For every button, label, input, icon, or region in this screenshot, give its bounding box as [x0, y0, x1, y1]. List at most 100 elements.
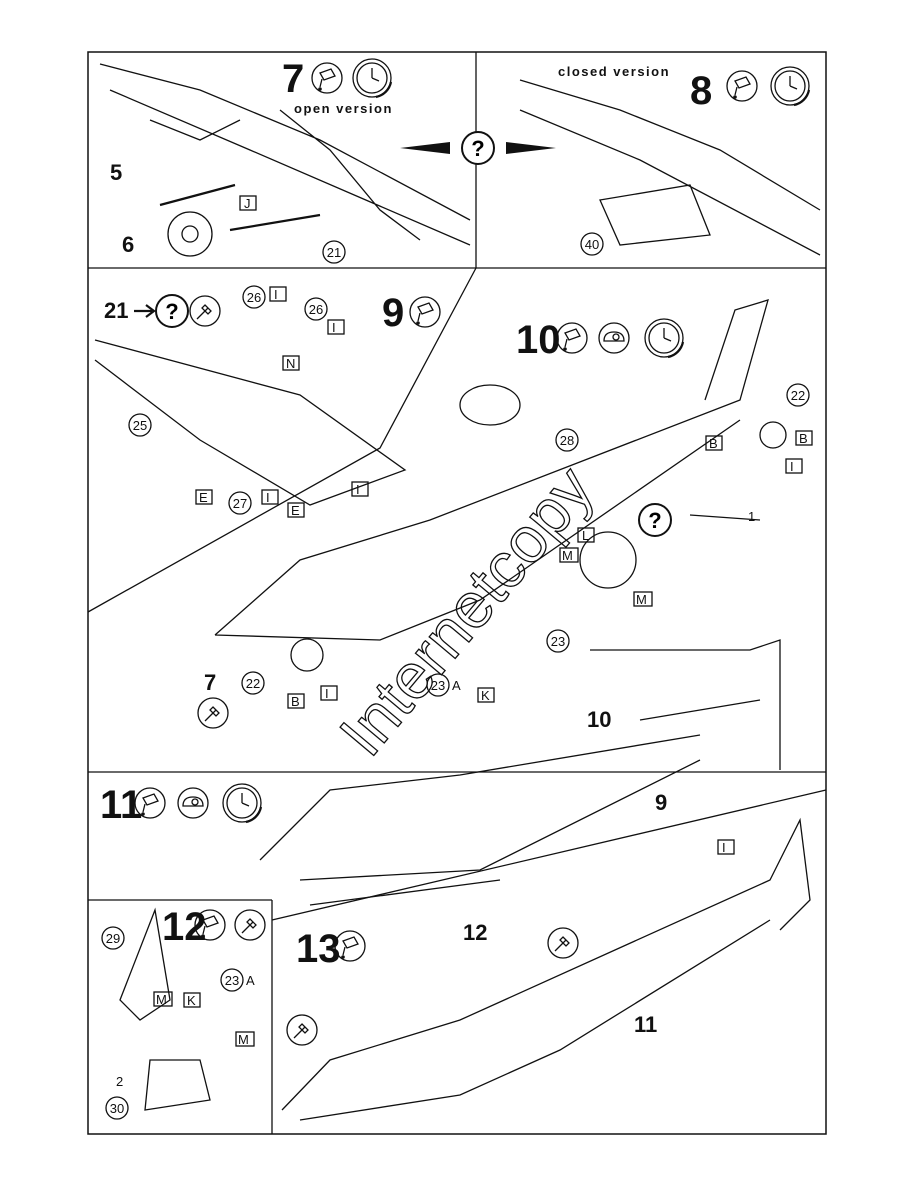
part-number: 22	[246, 676, 260, 691]
part-number: 26	[247, 290, 261, 305]
color-code: L	[582, 528, 589, 543]
fuselage-drawing	[99, 63, 471, 246]
part-callout	[241, 671, 265, 695]
color-flag	[633, 591, 653, 607]
glider-drawing	[281, 817, 811, 1121]
question-icon	[155, 294, 189, 328]
color-code: N	[286, 356, 295, 371]
step-8-panel: closed version 8 40	[519, 64, 821, 256]
fuselage-half-drawing	[94, 339, 407, 506]
step-number: 7	[282, 57, 304, 101]
color-flag	[795, 430, 813, 446]
part-callout	[128, 413, 152, 437]
paint-brush-icon	[197, 697, 229, 729]
color-flag	[351, 481, 369, 497]
color-flag	[261, 489, 279, 505]
color-flag	[195, 489, 213, 505]
color-flag	[287, 502, 305, 518]
divider	[87, 267, 477, 613]
clock-icon	[221, 782, 263, 824]
part-number: 28	[560, 433, 574, 448]
color-code: J	[244, 196, 251, 211]
part-callout	[786, 383, 810, 407]
step-9-panel: 21 9 25 26 26 27 I N I E I E I	[94, 285, 441, 518]
step-ref: 9	[655, 790, 667, 815]
color-code: B	[799, 431, 808, 446]
wheel-hub	[181, 225, 199, 243]
part-callout	[580, 232, 604, 256]
color-flag	[477, 687, 495, 703]
part-number: 27	[233, 496, 247, 511]
paint-brush-icon	[234, 909, 266, 941]
instrument-panel-drawing	[579, 531, 637, 589]
clock-icon	[351, 57, 393, 99]
step-ref: 5	[110, 160, 122, 185]
part-callout	[101, 926, 125, 950]
part-callout	[555, 428, 579, 452]
color-code: I	[325, 686, 329, 701]
question-icon	[638, 503, 672, 537]
step-12-panel: 12 29 M K 23 A M 2 30	[101, 905, 266, 1120]
part-number: 30	[110, 1101, 124, 1116]
wheel-part-drawing	[759, 421, 787, 449]
axle-drawing	[159, 183, 321, 232]
color-code: M	[156, 992, 167, 1007]
paint-brush-icon	[547, 927, 579, 959]
part-number: 23	[431, 678, 445, 693]
paint-brush-icon	[286, 1014, 318, 1046]
arrow	[689, 514, 761, 521]
color-flag	[705, 435, 723, 451]
glue-tube-icon	[556, 322, 588, 354]
part-number: 25	[133, 418, 147, 433]
step-10-panel: 10 28 22 B B I 1 L M M 23 23 A K 7	[197, 299, 813, 770]
glider-drawing	[214, 299, 769, 641]
part-number: 23	[225, 973, 239, 988]
step-ref: 6	[122, 232, 134, 257]
glue-tube-icon	[311, 62, 343, 94]
part-callout	[228, 491, 252, 515]
step-7-panel: 7 open version 5 6 21 J	[99, 57, 471, 264]
color-flag	[183, 992, 201, 1008]
version-label: closed version	[558, 64, 670, 79]
glider-drawing	[259, 734, 701, 906]
alternative-arrow	[400, 131, 556, 165]
arrow	[134, 304, 156, 318]
masking-tape-icon	[598, 322, 630, 354]
step-ref: 11	[634, 1012, 657, 1037]
color-code: I	[356, 482, 360, 497]
part-callout	[322, 240, 346, 264]
glue-tube-icon	[409, 296, 441, 328]
wheel-part-drawing	[290, 638, 324, 672]
part-callout	[426, 673, 450, 697]
color-flag	[785, 458, 803, 474]
fuselage-drawing	[519, 79, 821, 256]
step-number: 12	[162, 905, 207, 949]
part-number: 29	[106, 931, 120, 946]
color-code: M	[636, 592, 647, 607]
part-number: 26	[309, 302, 323, 317]
step-11-panel: 11 9	[100, 734, 701, 906]
color-flag	[320, 685, 338, 701]
masking-tape-icon	[177, 787, 209, 819]
color-code: I	[266, 490, 270, 505]
color-flag	[577, 527, 595, 543]
step-ref: 12	[463, 920, 487, 945]
step-number: 13	[296, 927, 341, 971]
color-code: M	[562, 548, 573, 563]
question-icon	[461, 131, 495, 165]
part-suffix: A	[452, 678, 461, 693]
color-code: I	[722, 840, 726, 855]
color-code: I	[332, 320, 336, 335]
tape-roll-drawing	[459, 384, 521, 426]
color-code: E	[199, 490, 208, 505]
color-flag	[287, 693, 305, 709]
seat-drawing	[144, 1059, 211, 1111]
part-number: 40	[585, 237, 599, 252]
divider	[271, 789, 827, 921]
color-code: E	[291, 503, 300, 518]
color-flag	[717, 839, 735, 855]
part-callout	[304, 297, 328, 321]
color-code: K	[481, 688, 490, 703]
step-number: 11	[100, 783, 142, 827]
